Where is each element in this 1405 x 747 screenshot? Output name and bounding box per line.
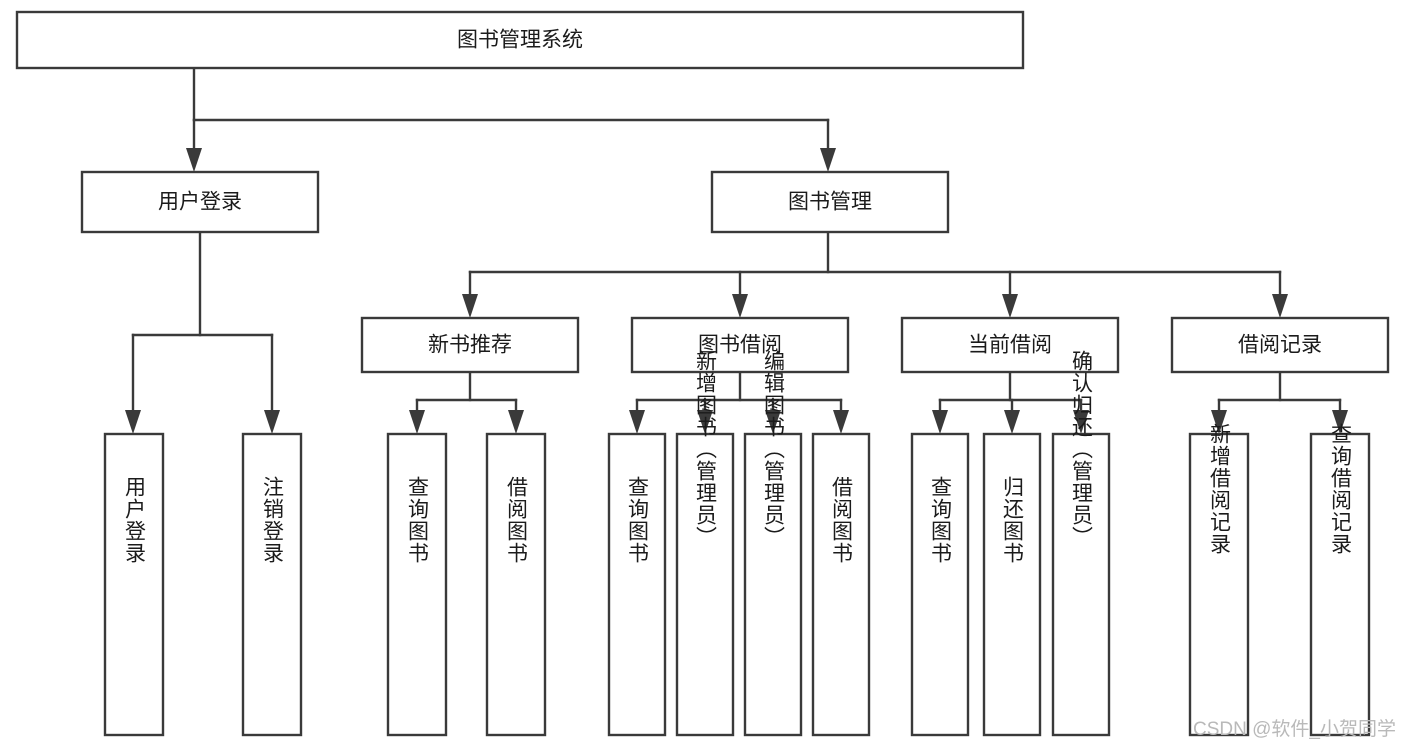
node-leaf-rec-borrow[interactable]: 借阅图书 [485,432,547,737]
arrow-head-leaf-user-login [125,410,141,434]
node-leaf-cur-return-label: 归还图书 [1001,476,1025,564]
arrow-head-leaf-borrow-add [697,410,713,434]
node-leaf-user-logout-label: 注销登录 [261,476,285,564]
node-user-login-box[interactable] [80,170,320,234]
connector-layer [125,66,1348,434]
node-book-manage[interactable]: 图书管理 [710,170,950,234]
node-leaf-rec-query2-label: 查询借阅记录 [1329,423,1353,555]
node-root-label: 图书管理系统 [457,29,583,52]
node-leaf-rec-query2[interactable]: 查询借阅记录 [1309,423,1371,737]
node-leaf-rec-borrow-box[interactable] [485,432,547,737]
arrow-head-user-login [186,148,202,172]
node-leaf-rec-query-box[interactable] [386,432,448,737]
node-leaf-borrow-edit-label: 编辑图书（管理员） [762,350,786,548]
node-leaf-cur-query-label: 查询图书 [929,476,953,564]
node-leaf-borrow-do[interactable]: 借阅图书 [811,432,871,737]
node-borrow-record-box[interactable] [1170,316,1390,374]
node-leaf-cur-query[interactable]: 查询图书 [910,432,970,737]
arrow-head-leaf-borrow-edit [765,410,781,434]
node-leaf-cur-confirm[interactable]: 确认归还（管理员） [1051,350,1111,737]
node-user-login-label: 用户登录 [158,191,242,214]
node-leaf-user-login[interactable]: 用户登录 [103,432,165,737]
node-leaf-rec-query-label: 查询图书 [406,476,430,564]
node-leaf-cur-confirm-box[interactable] [1051,432,1111,737]
arrow-head-current-borrow [1002,294,1018,318]
node-leaf-borrow-add[interactable]: 新增图书（管理员） [675,350,735,737]
arrow-head-leaf-rec-query [409,410,425,434]
node-leaf-cur-query-box[interactable] [910,432,970,737]
node-leaf-borrow-do-label: 借阅图书 [830,476,854,564]
node-leaf-rec-add-label: 新增借阅记录 [1208,423,1232,555]
node-borrow-record-label: 借阅记录 [1238,334,1322,357]
node-book-borrow-label: 图书借阅 [698,334,782,357]
node-root-box[interactable] [15,10,1025,70]
node-current-borrow[interactable]: 当前借阅 [900,316,1120,374]
node-borrow-record[interactable]: 借阅记录 [1170,316,1390,374]
node-leaf-borrow-edit-box[interactable] [743,432,803,737]
arrow-head-leaf-cur-return [1004,410,1020,434]
node-leaf-cur-return[interactable]: 归还图书 [982,432,1042,737]
arrow-head-leaf-borrow-query [629,410,645,434]
node-book-manage-box[interactable] [710,170,950,234]
arrow-head-leaf-user-logout [264,410,280,434]
node-leaf-borrow-query-label: 查询图书 [626,476,650,564]
node-leaf-borrow-add-label: 新增图书（管理员） [694,350,718,548]
node-leaf-borrow-do-box[interactable] [811,432,871,737]
node-root[interactable]: 图书管理系统 [15,10,1025,70]
arrow-head-leaf-rec-query2 [1332,410,1348,434]
csdn-watermark: CSDN @软件_小贺同学 [1193,718,1396,740]
node-book-borrow[interactable]: 图书借阅 [630,316,850,374]
node-book-manage-label: 图书管理 [788,191,872,214]
arrow-head-leaf-cur-query [932,410,948,434]
arrow-head-new-book-rec [462,294,478,318]
node-new-book-rec[interactable]: 新书推荐 [360,316,580,374]
arrow-head-leaf-cur-confirm [1073,410,1089,434]
node-leaf-rec-query2-box[interactable] [1309,432,1371,737]
node-leaf-rec-query[interactable]: 查询图书 [386,432,448,737]
node-leaf-borrow-query[interactable]: 查询图书 [607,432,667,737]
node-leaf-cur-confirm-label: 确认归还（管理员） [1070,350,1094,548]
node-new-book-rec-label: 新书推荐 [428,334,512,357]
node-leaf-rec-borrow-label: 借阅图书 [505,476,529,564]
arrow-head-borrow-record [1272,294,1288,318]
arrow-head-leaf-borrow-do [833,410,849,434]
node-leaf-borrow-add-box[interactable] [675,432,735,737]
node-leaf-borrow-query-box[interactable] [607,432,667,737]
node-leaf-user-login-box[interactable] [103,432,165,737]
arrow-head-leaf-rec-add [1211,410,1227,434]
node-leaf-rec-add[interactable]: 新增借阅记录 [1188,423,1250,737]
arrow-head-leaf-rec-borrow [508,410,524,434]
node-leaf-user-logout-box[interactable] [241,432,303,737]
node-new-book-rec-box[interactable] [360,316,580,374]
arrow-head-book-manage [820,148,836,172]
arrow-head-book-borrow [732,294,748,318]
node-book-borrow-box[interactable] [630,316,850,374]
node-leaf-cur-return-box[interactable] [982,432,1042,737]
node-leaf-user-login-label: 用户登录 [123,476,147,564]
node-leaf-borrow-edit[interactable]: 编辑图书（管理员） [743,350,803,737]
node-user-login[interactable]: 用户登录 [80,170,320,234]
node-leaf-rec-add-box[interactable] [1188,432,1250,737]
node-leaf-user-logout[interactable]: 注销登录 [241,432,303,737]
node-current-borrow-label: 当前借阅 [968,334,1052,357]
node-current-borrow-box[interactable] [900,316,1120,374]
